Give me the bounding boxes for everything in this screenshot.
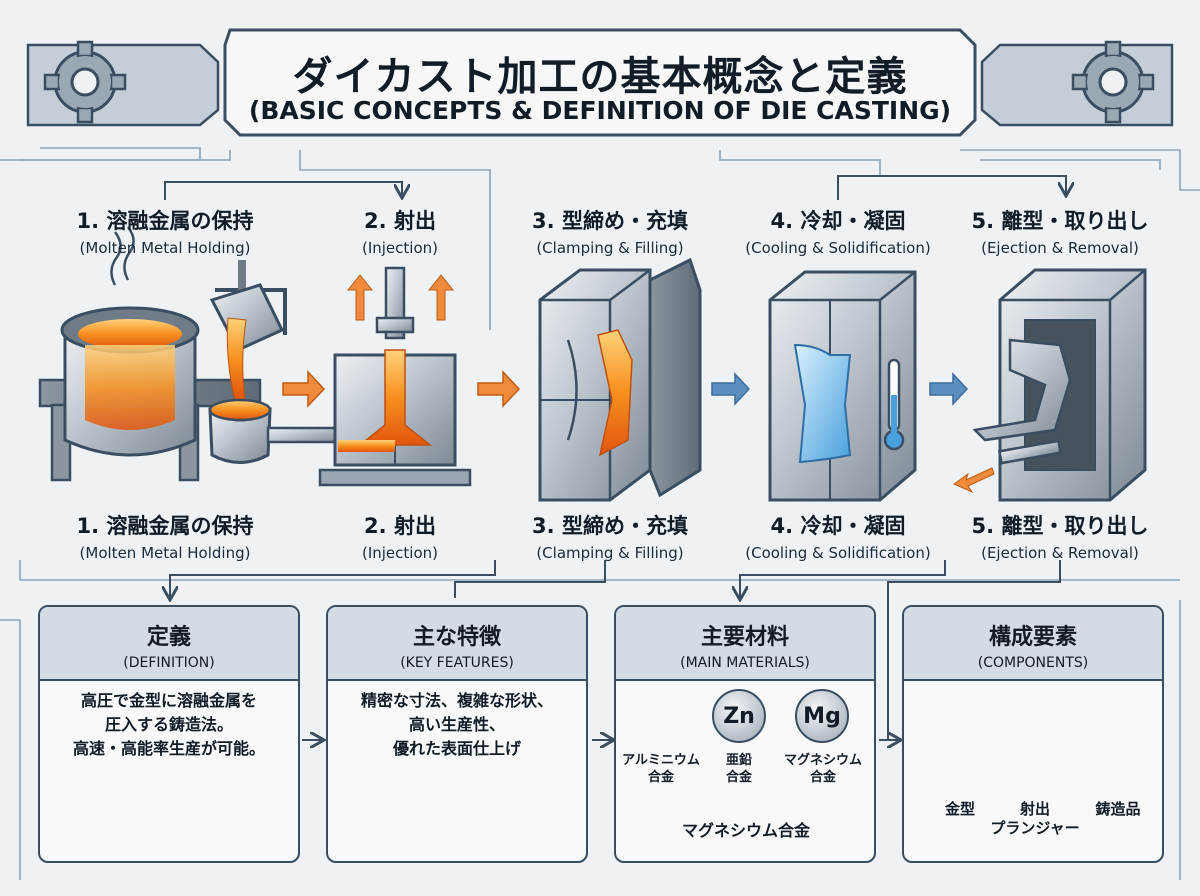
arrow-icon (929, 372, 969, 406)
components-title: 構成要素 (988, 625, 1077, 650)
circuit-lines (0, 147, 1200, 880)
definition-title: 定義 (146, 625, 191, 650)
step-label-1-top: 1. 溶融金属の保持(Molten Metal Holding) (76, 209, 254, 257)
step-label-5-top: 5. 離型・取り出し(Ejection & Removal) (971, 209, 1149, 257)
material-aluminum-label: アルミニウム合金 (622, 753, 700, 785)
furnace-icon (38, 226, 262, 482)
die-icon (998, 268, 1147, 502)
components-panel: 構成要素 (COMPONENTS) (902, 605, 1164, 863)
step-label-2-bottom: 2. 射出(Injection) (361, 514, 438, 562)
page-subtitle: (BASIC CONCEPTS & DEFINITION OF DIE CAST… (248, 96, 952, 125)
panel-connectors (170, 560, 1061, 740)
materials-footer: マグネシウム合金 (682, 821, 811, 840)
plunger-icon (318, 266, 472, 487)
step-label-4-top: 4. 冷却・凝固(Cooling & Solidification) (745, 209, 931, 257)
features-panel: 主な特徴 (KEY FEATURES) 精密な寸法、複雑な形状、 高い生産性、 … (326, 605, 588, 863)
material-magnesium-label: マグネシウム合金 (783, 753, 862, 785)
definition-line: 圧入する鋳造法。 (104, 715, 233, 734)
die-icon (768, 270, 917, 502)
features-line: 優れた表面仕上げ (392, 739, 521, 758)
arrow-icon (477, 370, 521, 408)
features-subtitle: (KEY FEATURES) (400, 655, 514, 671)
zinc-badge: Zn (712, 689, 766, 743)
components-subtitle: (COMPONENTS) (977, 655, 1089, 671)
component-plunger-label: 射出プランジャー (990, 800, 1080, 837)
arrow-icon (711, 372, 751, 406)
definition-line: 高圧で金型に溶融金属を (80, 691, 257, 710)
step-label-4-bottom: 4. 冷却・凝固(Cooling & Solidification) (745, 514, 931, 562)
definition-subtitle: (DEFINITION) (123, 655, 215, 671)
definition-line: 高速・高能率生産が可能。 (72, 739, 265, 758)
step-label-3-bottom: 3. 型締め・充填(Clamping & Filling) (532, 514, 688, 562)
component-casting-label: 鋳造品 (1095, 800, 1141, 818)
features-line: 高い生産性、 (408, 715, 505, 734)
component-die-label: 金型 (944, 800, 975, 818)
step-connectors (164, 175, 1066, 200)
step-label-5-bottom: 5. 離型・取り出し(Ejection & Removal) (971, 514, 1149, 562)
page-title: ダイカスト加工の基本概念と定義 (292, 54, 908, 100)
casting-part-icon (952, 338, 1072, 494)
features-line: 精密な寸法、複雑な形状、 (360, 691, 553, 710)
definition-panel: 定義 (DEFINITION) 高圧で金型に溶融金属を 圧入する鋳造法。 高速・… (38, 605, 300, 863)
materials-title: 主要材料 (700, 625, 789, 650)
step-label-3-top: 3. 型締め・充填(Clamping & Filling) (532, 209, 688, 257)
step-label-1-bottom: 1. 溶融金属の保持(Molten Metal Holding) (76, 514, 254, 562)
gear-icon (43, 40, 127, 124)
ladle-icon (208, 260, 340, 464)
features-title: 主な特徴 (412, 625, 501, 650)
die-icon (538, 257, 702, 502)
materials-subtitle: (MAIN MATERIALS) (680, 655, 810, 671)
material-zinc-label: 亜鉛合金 (725, 753, 752, 785)
step-label-2-top: 2. 射出(Injection) (361, 209, 438, 257)
gear-icon (1071, 40, 1155, 124)
magnesium-badge: Mg (795, 689, 849, 743)
thermometer-icon (883, 358, 905, 451)
arrow-icon (282, 370, 326, 408)
